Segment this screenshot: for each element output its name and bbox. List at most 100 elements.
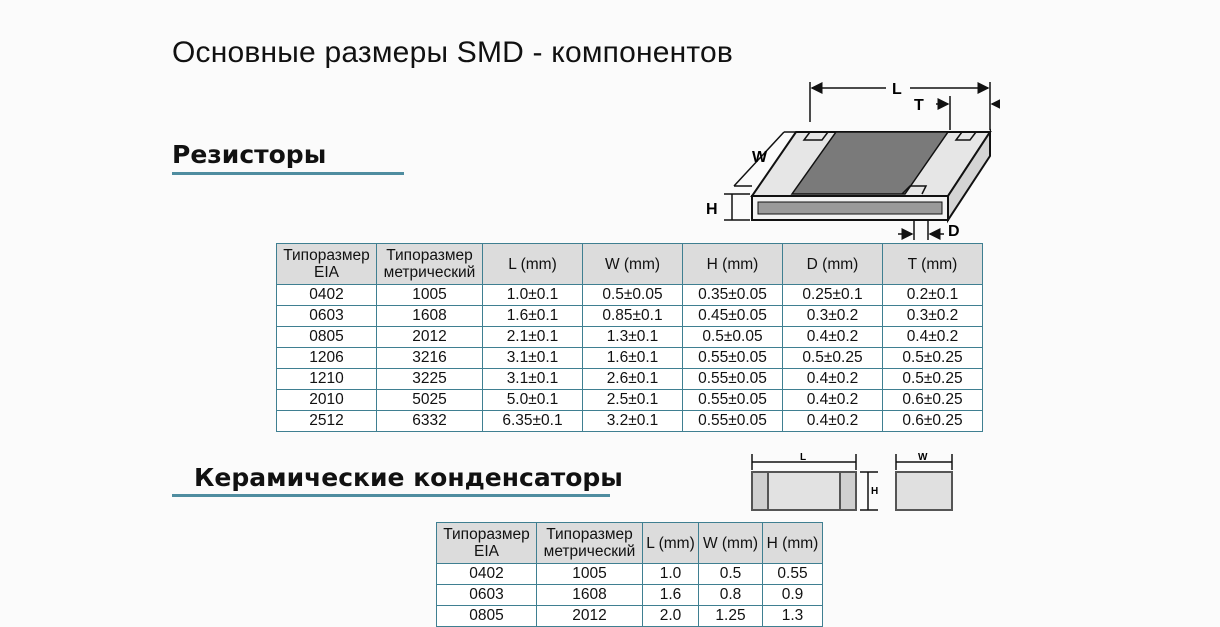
resistor-table-cell: 1210	[276, 368, 377, 390]
resistor-table-cell: 3.1±0.1	[482, 368, 583, 390]
capacitor-table-cell: 0.9	[762, 584, 823, 606]
capacitor-table-cell: 0805	[436, 605, 537, 627]
resistor-table-cell: 0.3±0.2	[782, 305, 883, 327]
resistors-heading: Резисторы	[172, 140, 327, 169]
resistor-table-cell: 0805	[276, 326, 377, 348]
dim-h-label: H	[706, 201, 718, 218]
resistor-table-cell: 0.4±0.2	[782, 410, 883, 432]
resistor-table-cell: 0.55±0.05	[682, 368, 783, 390]
resistor-table-cell: 1.0±0.1	[482, 284, 583, 306]
dim-w-line	[733, 131, 785, 187]
dim-t-label: T	[914, 97, 924, 114]
resistor-table-cell: 6332	[376, 410, 483, 432]
resistor-table-cell: 0.5±0.05	[682, 326, 783, 348]
capacitor-right-terminal	[839, 471, 857, 511]
cap-dim-l-label: L	[800, 452, 806, 463]
capacitor-table-header-cell: Типоразмер метрический	[536, 522, 643, 564]
resistor-table-header-cell: L (mm)	[482, 243, 583, 285]
resistor-table-cell: 6.35±0.1	[482, 410, 583, 432]
capacitor-table-cell: 0.55	[762, 563, 823, 585]
resistor-terminal-notch-rear	[950, 131, 977, 141]
resistor-table-cell: 1608	[376, 305, 483, 327]
resistor-table-cell: 0.5±0.05	[582, 284, 683, 306]
resistor-table-cell: 2012	[376, 326, 483, 348]
resistor-table-cell: 0.25±0.1	[782, 284, 883, 306]
capacitor-end-view	[895, 471, 953, 511]
resistor-table-header-cell: W (mm)	[582, 243, 683, 285]
page-title: Основные размеры SMD - компонентов	[172, 36, 734, 69]
resistor-table-header-cell: D (mm)	[782, 243, 883, 285]
dim-w-label: W	[752, 149, 768, 166]
capacitor-left-terminal	[751, 471, 769, 511]
resistor-table-cell: 0.55±0.05	[682, 410, 783, 432]
resistor-table-cell: 5025	[376, 389, 483, 411]
resistor-table-cell: 2.1±0.1	[482, 326, 583, 348]
capacitor-table-cell: 0402	[436, 563, 537, 585]
capacitor-table-cell: 1.0	[642, 563, 699, 585]
capacitors-heading: Керамические конденсаторы	[194, 463, 623, 492]
resistor-dimension-diagram: L T W H D	[706, 81, 1000, 240]
capacitor-table-cell: 2012	[536, 605, 643, 627]
resistor-table-cell: 0.45±0.05	[682, 305, 783, 327]
resistor-table-header-cell: H (mm)	[682, 243, 783, 285]
resistor-table-cell: 5.0±0.1	[482, 389, 583, 411]
dim-d-label: D	[948, 223, 960, 240]
resistor-table-cell: 0.55±0.05	[682, 347, 783, 369]
resistor-table-cell: 0.2±0.1	[882, 284, 983, 306]
resistor-table-cell: 0.85±0.1	[582, 305, 683, 327]
resistor-table-cell: 0.55±0.05	[682, 389, 783, 411]
resistor-table-cell: 1.3±0.1	[582, 326, 683, 348]
resistor-table-cell: 0.4±0.2	[782, 368, 883, 390]
capacitor-table-header-cell: Типоразмер EIA	[436, 522, 537, 564]
capacitor-table-cell: 2.0	[642, 605, 699, 627]
resistor-table-cell: 0.4±0.2	[882, 326, 983, 348]
resistor-table-header-cell: Типоразмер метрический	[376, 243, 483, 285]
dim-l-label: L	[892, 81, 902, 98]
capacitor-table-header-cell: H (mm)	[762, 522, 823, 564]
capacitor-table-cell: 0.5	[698, 563, 763, 585]
capacitor-table-cell: 1608	[536, 584, 643, 606]
resistor-table-cell: 1005	[376, 284, 483, 306]
resistor-table-cell: 0.5±0.25	[782, 347, 883, 369]
resistor-table-header-cell: Типоразмер EIA	[276, 243, 377, 285]
resistor-table-cell: 3.1±0.1	[482, 347, 583, 369]
resistor-table-cell: 0603	[276, 305, 377, 327]
resistor-table-cell: 1.6±0.1	[582, 347, 683, 369]
capacitor-table-header-cell: L (mm)	[642, 522, 699, 564]
resistor-table-cell: 1.6±0.1	[482, 305, 583, 327]
resistor-terminal-notch-left	[796, 131, 829, 141]
cap-dim-w-label: W	[918, 452, 928, 463]
resistor-table-cell: 0.3±0.2	[882, 305, 983, 327]
resistor-side-face	[947, 128, 991, 224]
capacitor-table-cell: 1.3	[762, 605, 823, 627]
resistor-table-cell: 3216	[376, 347, 483, 369]
resistor-table-cell: 2.5±0.1	[582, 389, 683, 411]
resistor-table-cell: 0.6±0.25	[882, 389, 983, 411]
resistor-table-cell: 0.5±0.25	[882, 347, 983, 369]
resistor-table-cell: 3225	[376, 368, 483, 390]
capacitor-table-cell: 0603	[436, 584, 537, 606]
capacitor-table-cell: 1005	[536, 563, 643, 585]
resistor-table-cell: 2.6±0.1	[582, 368, 683, 390]
resistor-table-header-cell: T (mm)	[882, 243, 983, 285]
resistors-heading-underline	[172, 172, 404, 175]
resistor-front-band	[757, 201, 943, 215]
capacitors-heading-underline	[172, 494, 610, 497]
resistor-terminal-notch-right	[901, 185, 928, 195]
resistor-table-cell: 0402	[276, 284, 377, 306]
